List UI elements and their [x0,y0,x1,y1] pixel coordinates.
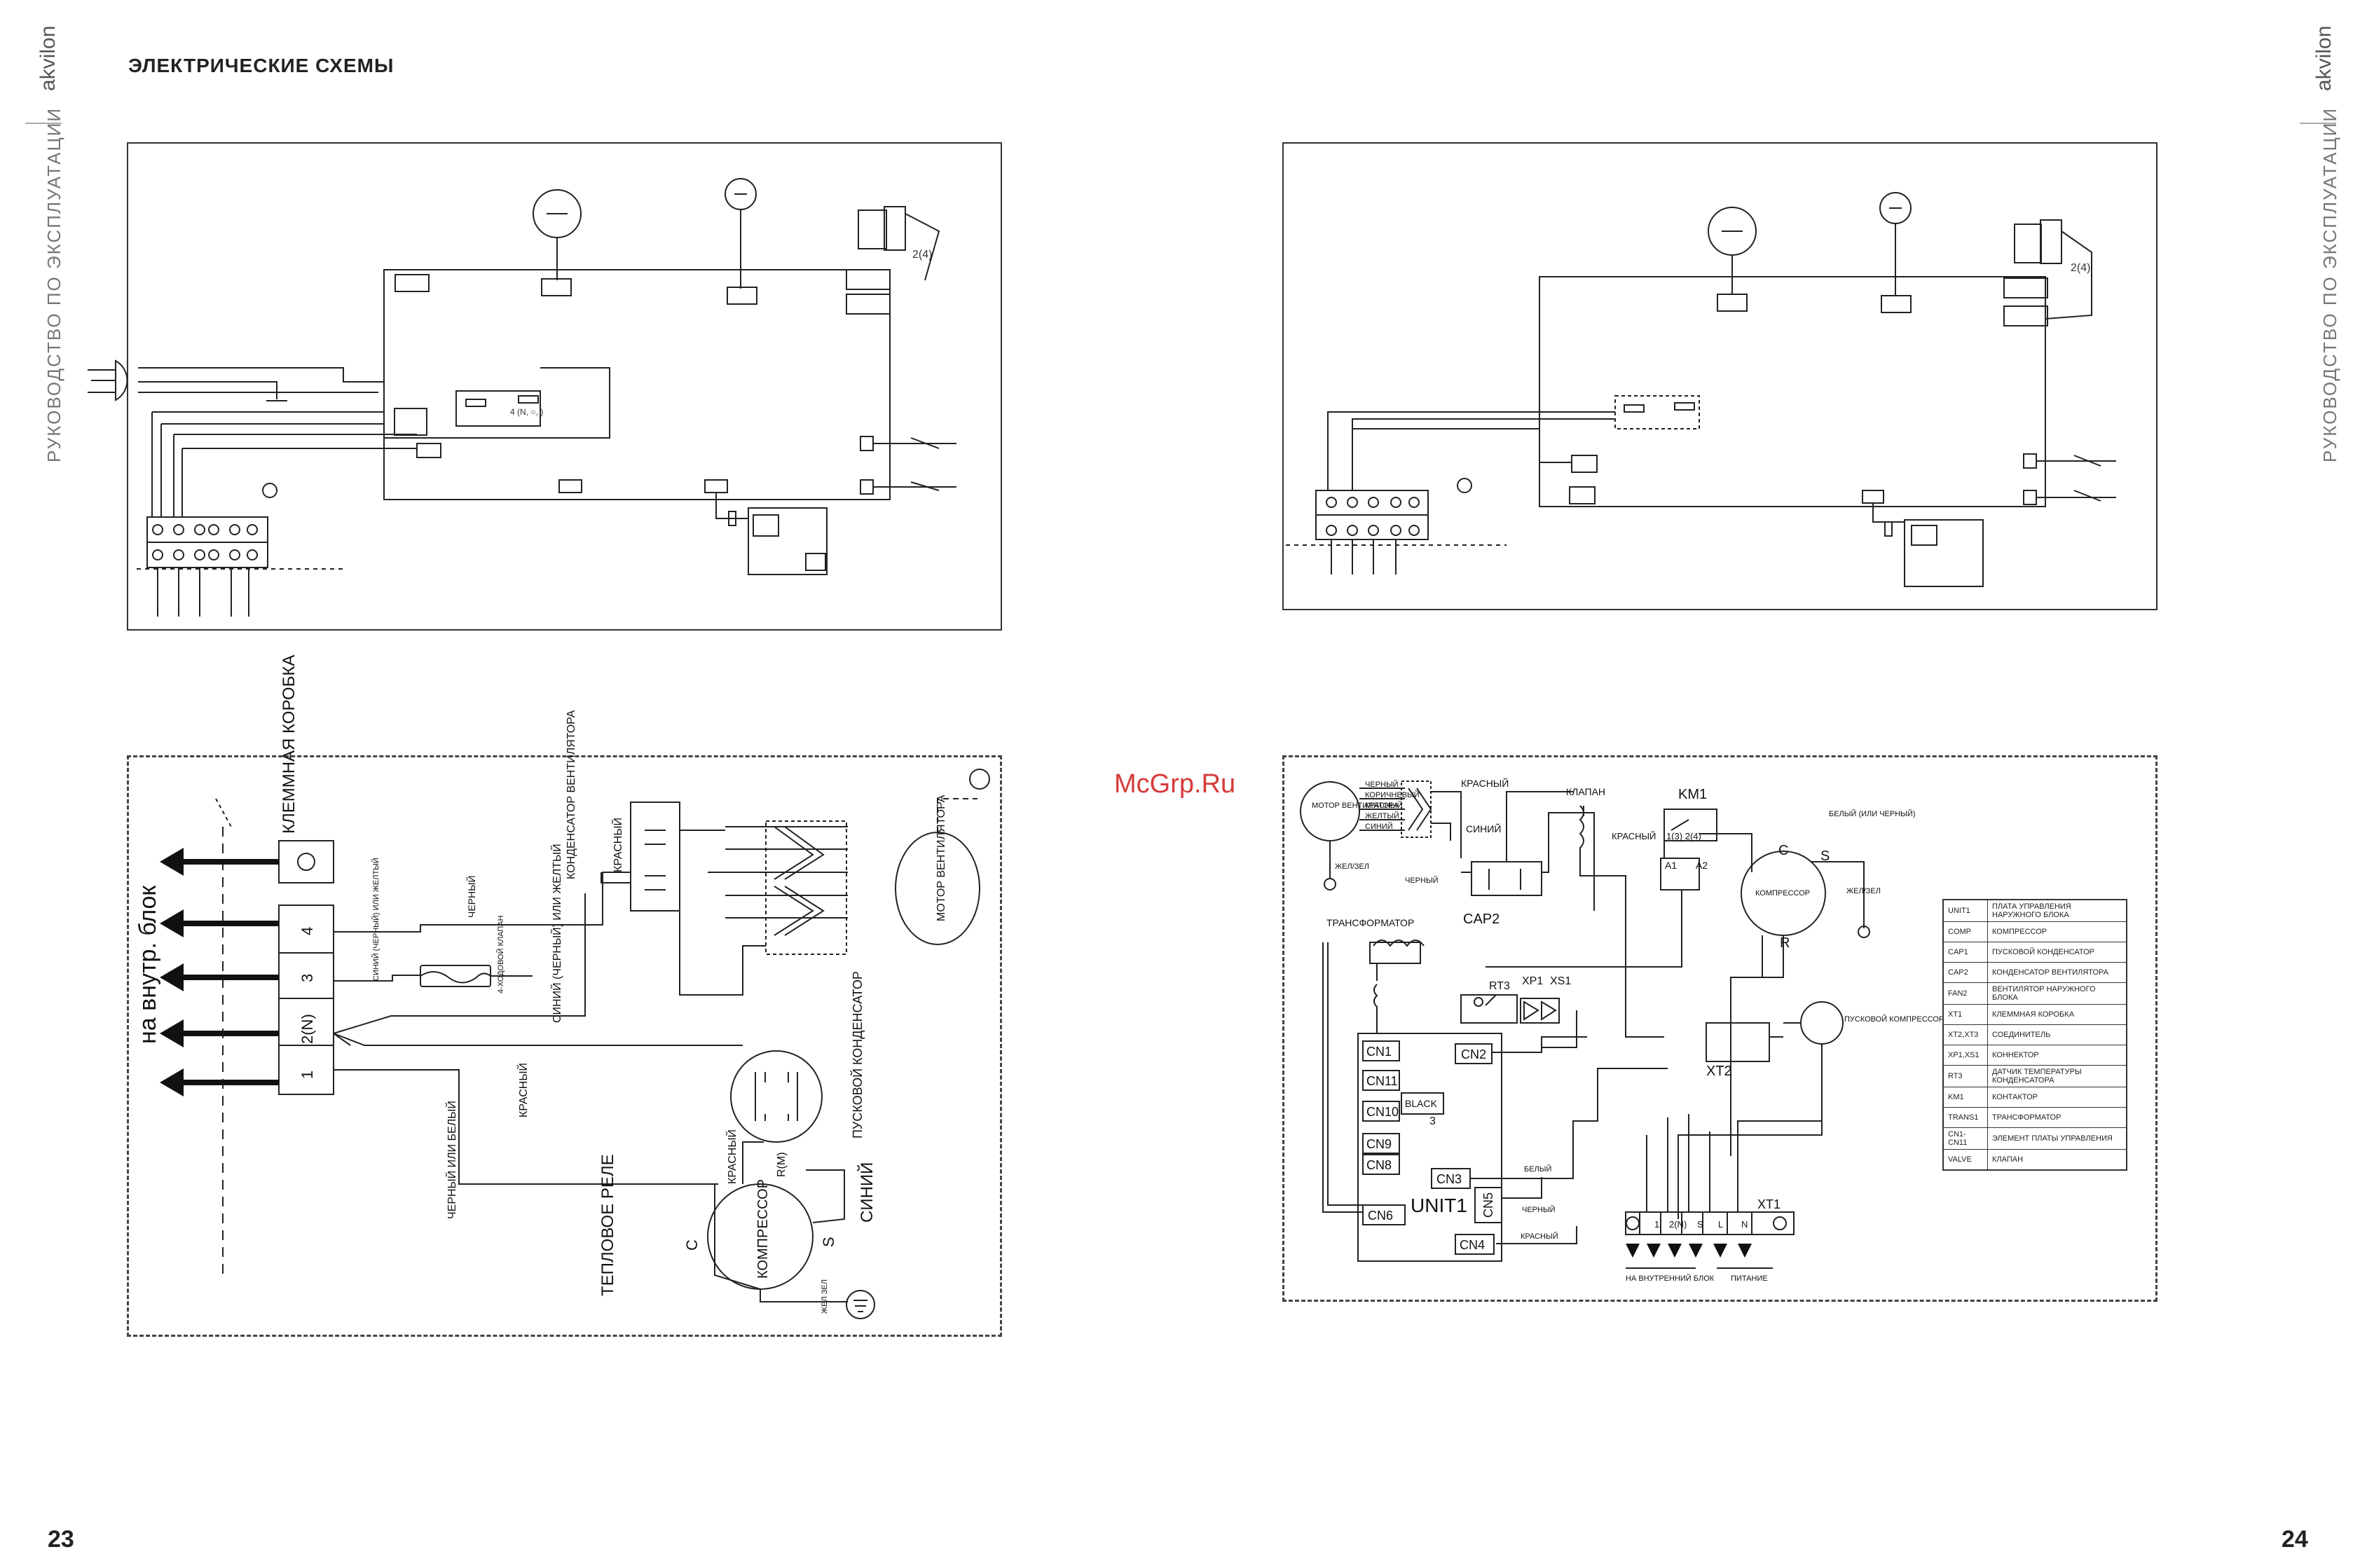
legend-key: KM1 [1942,1087,1988,1108]
diagram-panel-1 [127,142,1002,631]
legend-value: КОМПРЕССОР [1987,921,2127,942]
watermark: McGrp.Ru [1114,769,1236,799]
sidebar-title-right: РУКОВОДСТВО ПО ЭКСПЛУАТАЦИИ [2319,106,2340,462]
legend-key: VALVE [1942,1149,1988,1171]
diagram-panel-3 [127,755,1002,1337]
page-title: ЭЛЕКТРИЧЕСКИЕ СХЕМЫ [128,55,395,76]
diagram-panel-2 [1282,142,2157,610]
legend-value: ЭЛЕМЕНТ ПЛАТЫ УПРАВЛЕНИЯ [1987,1127,2127,1150]
legend-key: UNIT1 [1942,899,1988,922]
page-number-right: 24 [2282,1526,2308,1553]
legend-key: FAN2 [1942,982,1988,1005]
legend-value: ВЕНТИЛЯТОР НАРУЖНОГО БЛОКА [1987,982,2127,1005]
legend-key: CAP2 [1942,962,1988,983]
legend-key: TRANS1 [1942,1107,1988,1128]
legend-key: COMP [1942,921,1988,942]
legend-value: ДАТЧИК ТЕМПЕРАТУРЫ КОНДЕНСАТОРА [1987,1065,2127,1087]
page-number-left: 23 [48,1526,74,1553]
legend-value: СОЕДИНИТЕЛЬ [1987,1024,2127,1045]
legend-key: XP1,XS1 [1942,1045,1988,1066]
brand-logo-right: akvilon [2312,25,2335,91]
legend-value: ТРАНСФОРМАТОР [1987,1107,2127,1128]
legend-key: RT3 [1942,1065,1988,1087]
legend-key: XT2,XT3 [1942,1024,1988,1045]
diagram-panel-4 [1282,755,2157,1302]
legend-value: КОНТАКТОР [1987,1087,2127,1108]
legend-value: КЛЕММНАЯ КОРОБКА [1987,1004,2127,1025]
legend-value: ПУСКОВОЙ КОНДЕНСАТОР [1987,942,2127,963]
sidebar-title-left: РУКОВОДСТВО ПО ЭКСПЛУАТАЦИИ [43,106,64,462]
legend-key: CAP1 [1942,942,1988,963]
legend-key: CN1-CN11 [1942,1127,1988,1150]
brand-logo-left: akvilon [36,25,60,91]
divider-right [2300,123,2336,124]
legend-value: КОННЕКТОР [1987,1045,2127,1066]
legend-value: КОНДЕНСАТОР ВЕНТИЛЯТОРА [1987,962,2127,983]
legend-value: ПЛАТА УПРАВЛЕНИЯ НАРУЖНОГО БЛОКА [1987,899,2127,922]
divider-left [25,123,62,124]
legend-value: КЛАПАН [1987,1149,2127,1171]
legend-key: XT1 [1942,1004,1988,1025]
